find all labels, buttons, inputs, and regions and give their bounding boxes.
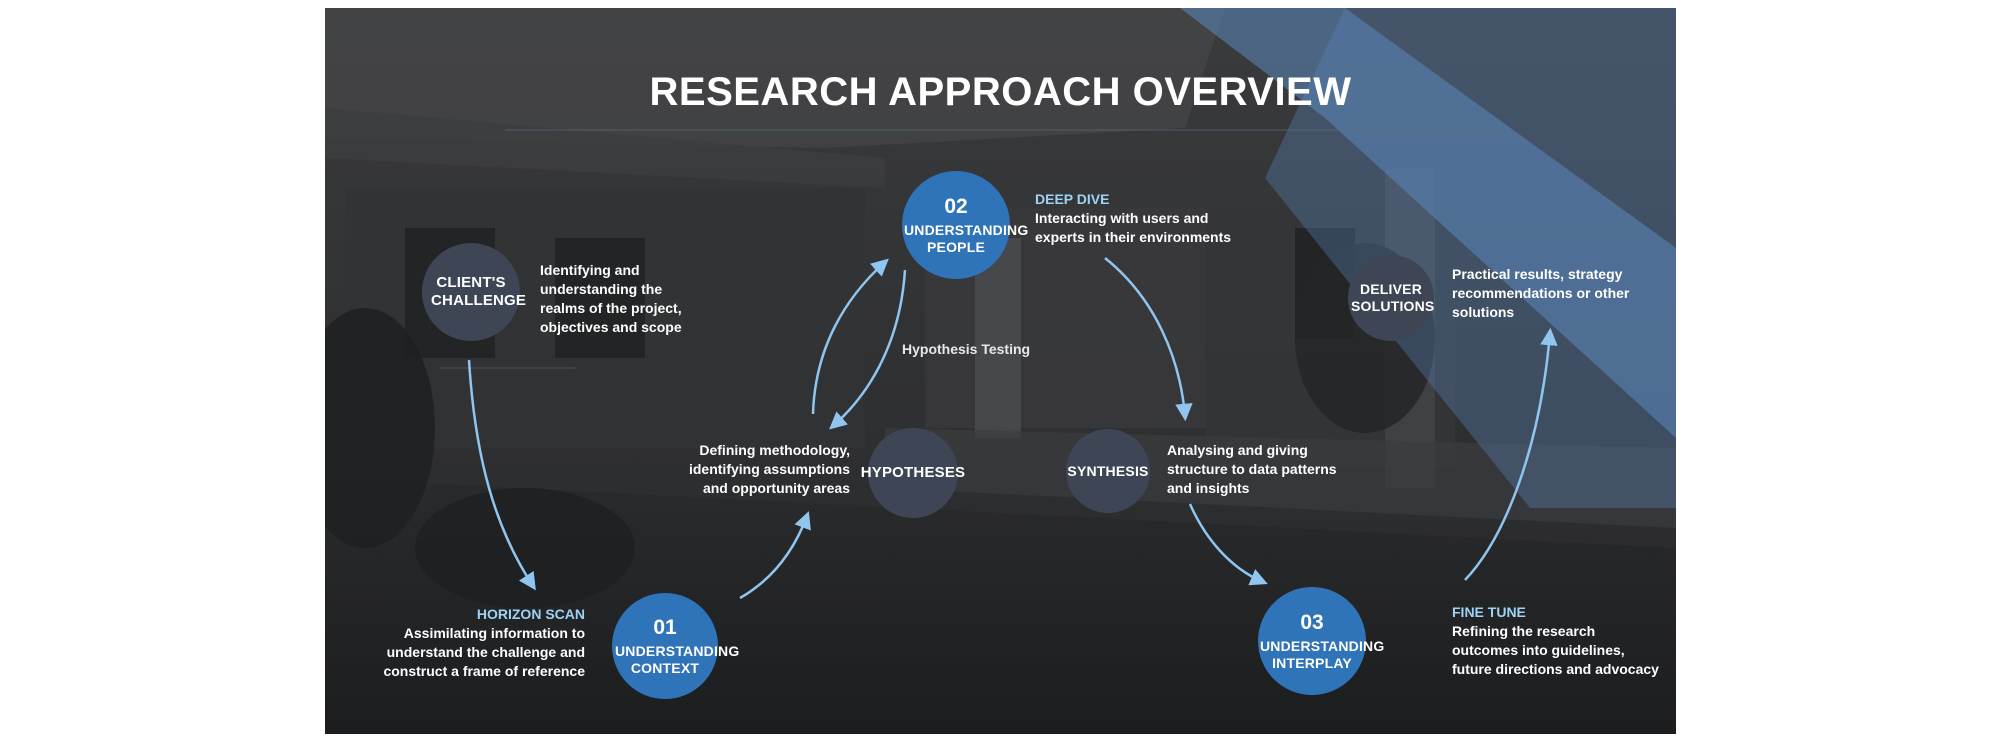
- fine-tune-body: Refining the research outcomes into guid…: [1452, 623, 1659, 677]
- arrow-synthesis-to-interplay: [1188, 503, 1268, 586]
- node-understanding-people: 02 UNDERSTANDING PEOPLE: [902, 171, 1029, 279]
- slide: RESEARCH APPROACH OVERVIEW CLIENT'S CHAL…: [325, 8, 1676, 734]
- arrow-challenge-to-context: [467, 359, 536, 591]
- node-deliver-solutions: DELIVER SOLUTIONS: [1348, 255, 1434, 341]
- hypotheses-text: Defining methodology, identifying assump…: [688, 442, 850, 496]
- node-client-challenge-label: CLIENT'S CHALLENGE: [431, 274, 527, 309]
- deep-dive-body: Interacting with users and experts in th…: [1035, 210, 1232, 245]
- arrow-hypotheses-to-people: [811, 258, 889, 415]
- arrow-people-to-hypotheses: [829, 269, 907, 430]
- node-hypotheses-label: HYPOTHESES: [860, 464, 966, 481]
- node-understanding-context-number: 01: [653, 616, 677, 640]
- hypothesis-testing-label: Hypothesis Testing: [902, 341, 1031, 357]
- horizon-scan-heading: HORIZON SCAN: [476, 606, 585, 622]
- node-understanding-interplay-label: UNDERSTANDING INTERPLAY: [1260, 638, 1385, 672]
- horizon-scan-body: Assimilating information to understand t…: [383, 625, 585, 679]
- node-understanding-people-number: 02: [944, 195, 968, 219]
- deep-dive-heading: DEEP DIVE: [1035, 191, 1110, 207]
- node-understanding-people-label: UNDERSTANDING PEOPLE: [904, 222, 1029, 256]
- arrow-people-to-synthesis: [1104, 257, 1193, 422]
- fine-tune-block: FINE TUNE Refining the research outcomes…: [1452, 603, 1662, 679]
- node-synthesis: SYNTHESIS: [1066, 429, 1150, 513]
- node-understanding-interplay-number: 03: [1300, 611, 1324, 635]
- page-title: RESEARCH APPROACH OVERVIEW: [649, 70, 1352, 114]
- node-deliver-solutions-label: DELIVER SOLUTIONS: [1351, 281, 1435, 314]
- node-hypotheses: HYPOTHESES: [861, 428, 965, 518]
- deep-dive-block: DEEP DIVE Interacting with users and exp…: [1035, 190, 1235, 247]
- node-understanding-context-label: UNDERSTANDING CONTEXT: [615, 643, 740, 677]
- synthesis-text: Analysing and giving structure to data p…: [1167, 442, 1337, 496]
- horizon-scan-block: HORIZON SCAN Assimilating information to…: [365, 605, 585, 681]
- node-understanding-context: 01 UNDERSTANDING CONTEXT: [612, 593, 740, 699]
- node-understanding-interplay: 03 UNDERSTANDING INTERPLAY: [1258, 587, 1385, 695]
- node-client-challenge: CLIENT'S CHALLENGE: [422, 243, 527, 341]
- client-challenge-text: Identifying and understanding the realms…: [540, 262, 682, 335]
- arrow-context-to-hypotheses: [739, 511, 811, 600]
- node-synthesis-label: SYNTHESIS: [1067, 462, 1149, 479]
- deliver-text: Practical results, strategy recommendati…: [1452, 266, 1630, 320]
- arrow-interplay-to-deliver: [1464, 327, 1558, 581]
- fine-tune-heading: FINE TUNE: [1452, 604, 1526, 620]
